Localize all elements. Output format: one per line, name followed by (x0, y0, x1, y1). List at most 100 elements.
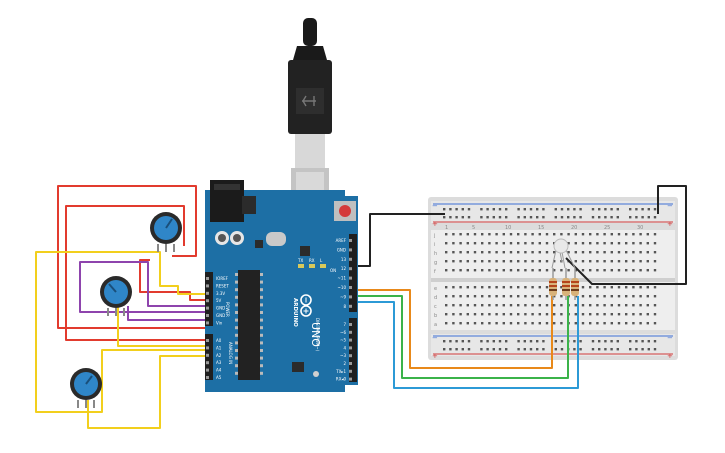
breadboard-hole[interactable] (653, 216, 657, 219)
breadboard-hole[interactable] (560, 269, 563, 272)
breadboard-hole[interactable] (538, 242, 541, 245)
breadboard-hole[interactable] (466, 322, 469, 325)
breadboard-hole[interactable] (481, 251, 484, 254)
breadboard-hole[interactable] (473, 313, 477, 316)
breadboard-hole[interactable] (449, 340, 452, 343)
breadboard-hole[interactable] (560, 295, 563, 298)
breadboard-hole[interactable] (574, 313, 577, 316)
breadboard-hole[interactable] (498, 340, 502, 343)
breadboard-hole[interactable] (632, 233, 635, 236)
breadboard-hole[interactable] (517, 233, 520, 236)
breadboard-hole[interactable] (560, 286, 563, 289)
wire-red-left-loop[interactable] (57, 258, 212, 329)
breadboard-hole[interactable] (639, 269, 642, 272)
breadboard-hole[interactable] (481, 260, 484, 263)
potentiometer-2[interactable] (100, 276, 132, 316)
breadboard-hole[interactable] (573, 208, 576, 211)
wire-yellow-2[interactable] (87, 355, 212, 429)
breadboard-hole[interactable] (531, 313, 534, 316)
breadboard-hole[interactable] (509, 242, 513, 245)
breadboard-hole[interactable] (495, 269, 498, 272)
breadboard-hole[interactable] (639, 286, 642, 289)
breadboard-hole[interactable] (591, 340, 595, 343)
breadboard-hole[interactable] (488, 313, 491, 316)
breadboard-hole[interactable] (538, 269, 541, 272)
breadboard-hole[interactable] (505, 340, 508, 343)
breadboard-hole[interactable] (567, 269, 570, 272)
breadboard-hole[interactable] (574, 295, 577, 298)
breadboard-hole[interactable] (531, 286, 534, 289)
breadboard-hole[interactable] (646, 251, 649, 254)
breadboard-hole[interactable] (574, 322, 577, 325)
breadboard-hole[interactable] (529, 340, 533, 343)
breadboard-hole[interactable] (495, 233, 498, 236)
breadboard-hole[interactable] (647, 348, 650, 351)
breadboard-hole[interactable] (481, 322, 484, 325)
breadboard-hole[interactable] (629, 216, 632, 219)
breadboard-hole[interactable] (553, 260, 556, 263)
breadboard-hole[interactable] (574, 242, 577, 245)
breadboard-hole[interactable] (574, 233, 577, 236)
breadboard-hole[interactable] (445, 304, 448, 307)
breadboard-hole[interactable] (531, 260, 534, 263)
breadboard-hole[interactable] (632, 260, 635, 263)
breadboard-hole[interactable] (495, 304, 498, 307)
breadboard-hole[interactable] (509, 313, 513, 316)
breadboard-hole[interactable] (573, 216, 576, 219)
breadboard-hole[interactable] (603, 286, 606, 289)
breadboard-hole[interactable] (459, 242, 462, 245)
breadboard-hole[interactable] (531, 233, 534, 236)
breadboard-hole[interactable] (604, 340, 607, 343)
breadboard-hole[interactable] (545, 269, 549, 272)
breadboard-hole[interactable] (466, 269, 469, 272)
breadboard-hole[interactable] (524, 313, 527, 316)
breadboard-hole[interactable] (567, 251, 570, 254)
breadboard-hole[interactable] (531, 269, 534, 272)
breadboard-hole[interactable] (531, 242, 534, 245)
breadboard-hole[interactable] (524, 260, 527, 263)
breadboard-hole[interactable] (646, 322, 649, 325)
breadboard-hole[interactable] (589, 313, 592, 316)
breadboard-hole[interactable] (449, 216, 452, 219)
breadboard-hole[interactable] (517, 322, 520, 325)
breadboard-hole[interactable] (610, 322, 613, 325)
breadboard-hole[interactable] (610, 295, 613, 298)
breadboard-hole[interactable] (632, 304, 635, 307)
breadboard-hole[interactable] (554, 348, 557, 351)
breadboard-hole[interactable] (445, 260, 448, 263)
breadboard-hole[interactable] (579, 340, 582, 343)
breadboard-hole[interactable] (567, 216, 570, 219)
breadboard-hole[interactable] (653, 295, 657, 298)
breadboard-hole[interactable] (610, 216, 613, 219)
breadboard-hole[interactable] (467, 340, 471, 343)
breadboard-hole[interactable] (598, 216, 601, 219)
breadboard-hole[interactable] (560, 348, 564, 351)
breadboard-hole[interactable] (610, 340, 613, 343)
breadboard-hole[interactable] (560, 216, 564, 219)
breadboard-hole[interactable] (574, 269, 577, 272)
breadboard-hole[interactable] (545, 233, 549, 236)
breadboard-hole[interactable] (646, 304, 649, 307)
breadboard-hole[interactable] (461, 340, 464, 343)
breadboard-hole[interactable] (509, 269, 513, 272)
breadboard-hole[interactable] (598, 340, 601, 343)
breadboard-hole[interactable] (604, 348, 607, 351)
breadboard-hole[interactable] (517, 208, 520, 211)
breadboard-hole[interactable] (502, 251, 505, 254)
breadboard-hole[interactable] (653, 269, 657, 272)
breadboard-hole[interactable] (653, 322, 657, 325)
header-pin[interactable] (206, 284, 209, 288)
breadboard-hole[interactable] (473, 269, 477, 272)
breadboard-hole[interactable] (459, 233, 462, 236)
breadboard-hole[interactable] (574, 260, 577, 263)
breadboard-hole[interactable] (452, 242, 455, 245)
breadboard-hole[interactable] (646, 269, 649, 272)
breadboard-hole[interactable] (560, 208, 564, 211)
breadboard-hole[interactable] (486, 208, 489, 211)
breadboard-hole[interactable] (553, 313, 556, 316)
wire-red-mid[interactable] (65, 205, 185, 248)
wire-red-outer[interactable] (57, 185, 197, 258)
breadboard-hole[interactable] (610, 304, 613, 307)
arduino-uno-board[interactable]: TX RX L ON ARDUINO UNO IOREFRESET3.3V5VG… (205, 180, 358, 392)
breadboard-hole[interactable] (495, 313, 498, 316)
